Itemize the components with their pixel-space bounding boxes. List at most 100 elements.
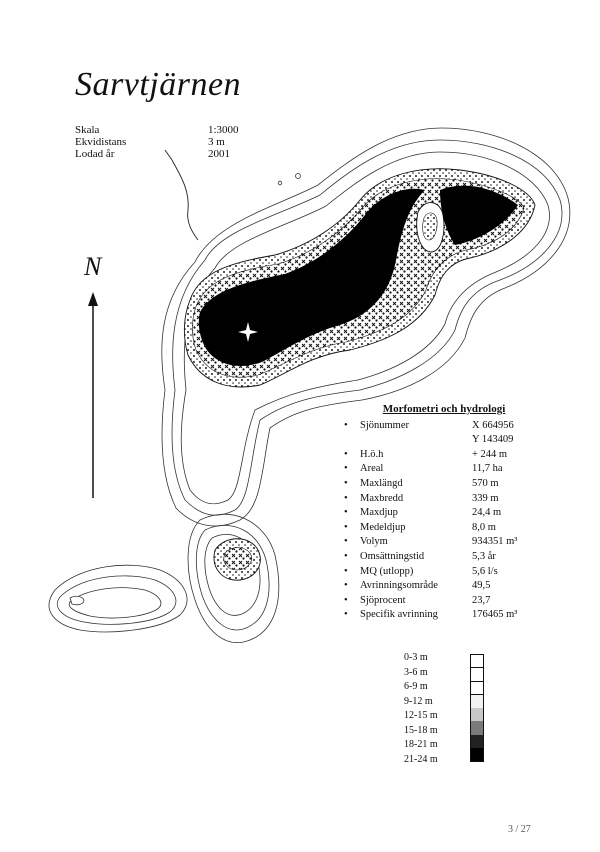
legend-label: 6-9 m xyxy=(404,681,428,692)
legend-swatch xyxy=(471,655,483,669)
stat-value: 11,7 ha xyxy=(472,463,503,475)
meta-row-year: Lodad år 2001 xyxy=(75,148,268,160)
stat-label: Areal xyxy=(360,463,384,475)
stat-value: X 664956 xyxy=(472,419,514,431)
land-contours xyxy=(161,127,571,527)
meta-label: Skala xyxy=(75,124,100,136)
stat-value: 339 m xyxy=(472,492,499,504)
morphometry-table: Morfometri och hydrologi • Sjönummer X 664… xyxy=(340,402,530,623)
stat-label: Maxdjup xyxy=(360,507,398,519)
stat-value: 176465 m³ xyxy=(472,609,518,621)
legend-swatch xyxy=(471,694,483,708)
meta-value: 3 m xyxy=(208,136,225,148)
depth-zone-deep xyxy=(198,188,425,366)
stat-label: Medeldjup xyxy=(360,521,406,533)
meta-row-scale: Skala 1:3000 xyxy=(75,124,268,136)
bullet-icon: • xyxy=(344,463,348,475)
stat-label: MQ (utlopp) xyxy=(360,565,414,577)
legend-label: 9-12 m xyxy=(404,695,433,707)
legend-swatch xyxy=(471,708,483,722)
bullet-icon: • xyxy=(344,419,348,431)
stat-label: Maxlängd xyxy=(360,477,403,489)
bullet-icon: • xyxy=(344,448,348,460)
meta-row-contour: Ekvidistans 3 m xyxy=(75,136,268,148)
stat-row: Y 143409 xyxy=(340,433,530,448)
bullet-icon: • xyxy=(344,594,348,606)
meta-value: 2001 xyxy=(208,148,230,160)
stat-label: Specifik avrinning xyxy=(360,609,438,621)
map-metadata: Skala 1:3000 Ekvidistans 3 m Lodad år 20… xyxy=(75,124,268,160)
stat-label xyxy=(360,433,472,448)
stat-row: • Maxdjup 24,4 m xyxy=(340,506,530,521)
bullet-icon: • xyxy=(344,477,348,489)
stat-value: 24,4 m xyxy=(472,507,502,519)
stat-row: • MQ (utlopp) 5,6 l/s xyxy=(340,565,530,580)
stat-value: 5,3 år xyxy=(472,550,496,562)
bullet-icon: • xyxy=(344,565,348,577)
morphometry-heading: Morfometri och hydrologi xyxy=(382,403,506,415)
stat-row: • Omsättningstid 5,3 år xyxy=(340,550,530,565)
bullet-icon: • xyxy=(344,609,348,621)
deepest-point-icon xyxy=(238,322,258,342)
stat-row: • Specifik avrinning 176465 m³ xyxy=(340,608,530,623)
stat-label: Omsättningstid xyxy=(360,550,425,562)
meta-label: Ekvidistans xyxy=(75,136,127,148)
stat-value: 49,5 xyxy=(472,580,491,592)
legend-swatch xyxy=(471,681,483,695)
stat-label: Volym xyxy=(360,536,388,548)
map-title: Sarvtjärnen xyxy=(75,66,242,103)
bullet-icon: • xyxy=(344,580,348,592)
legend-label: 12-15 m xyxy=(404,710,438,721)
shore-marks xyxy=(277,173,301,186)
page-number: 3 / 27 xyxy=(508,824,531,835)
legend-swatch xyxy=(471,668,483,682)
bullet-icon: • xyxy=(344,521,348,533)
legend-swatch xyxy=(471,721,483,735)
bullet-icon: • xyxy=(344,492,348,504)
legend-label: 0-3 m xyxy=(404,652,428,663)
inflow-stream xyxy=(171,159,199,241)
stat-label: Sjöprocent xyxy=(360,594,406,606)
north-arrow-icon xyxy=(88,292,98,498)
meta-value: 1:3000 xyxy=(208,124,239,136)
stat-row: • Areal 11,7 ha xyxy=(340,462,530,477)
stat-row: • Maxlängd 570 m xyxy=(340,477,530,492)
stat-row: • Sjönummer X 664956 xyxy=(340,419,530,434)
stat-value: 570 m xyxy=(472,477,499,489)
stat-row: • Volym 934351 m³ xyxy=(340,535,530,550)
stat-label: Avrinningsområde xyxy=(360,580,438,592)
stat-value: 8,0 m xyxy=(472,521,496,533)
stat-value: Y 143409 xyxy=(472,434,514,446)
stat-row: • Avrinningsområde 49,5 xyxy=(340,579,530,594)
stat-value: + 244 m xyxy=(472,448,508,460)
stat-label: H.ö.h xyxy=(360,448,384,460)
legend-label: 18-21 m xyxy=(404,739,438,750)
bullet-icon: • xyxy=(344,550,348,562)
stat-row: • Sjöprocent 23,7 xyxy=(340,594,530,609)
north-label: N xyxy=(84,252,102,281)
depth-color-scale xyxy=(470,654,484,762)
meta-label: Lodad år xyxy=(75,148,115,160)
stat-value: 23,7 xyxy=(472,594,491,606)
bullet-icon xyxy=(340,433,360,448)
depth-zone-deep-east xyxy=(440,185,518,245)
bullet-icon: • xyxy=(344,507,348,519)
south-contours xyxy=(48,513,280,643)
legend-label: 3-6 m xyxy=(404,666,428,678)
stat-label: Maxbredd xyxy=(360,492,404,504)
legend-swatch xyxy=(471,734,483,748)
stat-row: • Medeldjup 8,0 m xyxy=(340,521,530,536)
lake-depth-zones xyxy=(183,168,536,388)
legend-swatch xyxy=(471,747,483,761)
legend-label: 21-24 m xyxy=(404,753,438,765)
stat-row: • H.ö.h + 244 m xyxy=(340,448,530,463)
bullet-icon: • xyxy=(344,536,348,548)
depth-legend: 0-3 m 3-6 m 6-9 m 9-12 m 12-15 m 15-18 m… xyxy=(404,651,466,767)
legend-label: 15-18 m xyxy=(404,724,438,736)
stat-value: 934351 m³ xyxy=(472,536,518,548)
stat-row: • Maxbredd 339 m xyxy=(340,492,530,507)
stat-value: 5,6 l/s xyxy=(472,565,498,577)
stat-label: Sjönummer xyxy=(360,419,409,431)
small-pond xyxy=(213,538,261,581)
